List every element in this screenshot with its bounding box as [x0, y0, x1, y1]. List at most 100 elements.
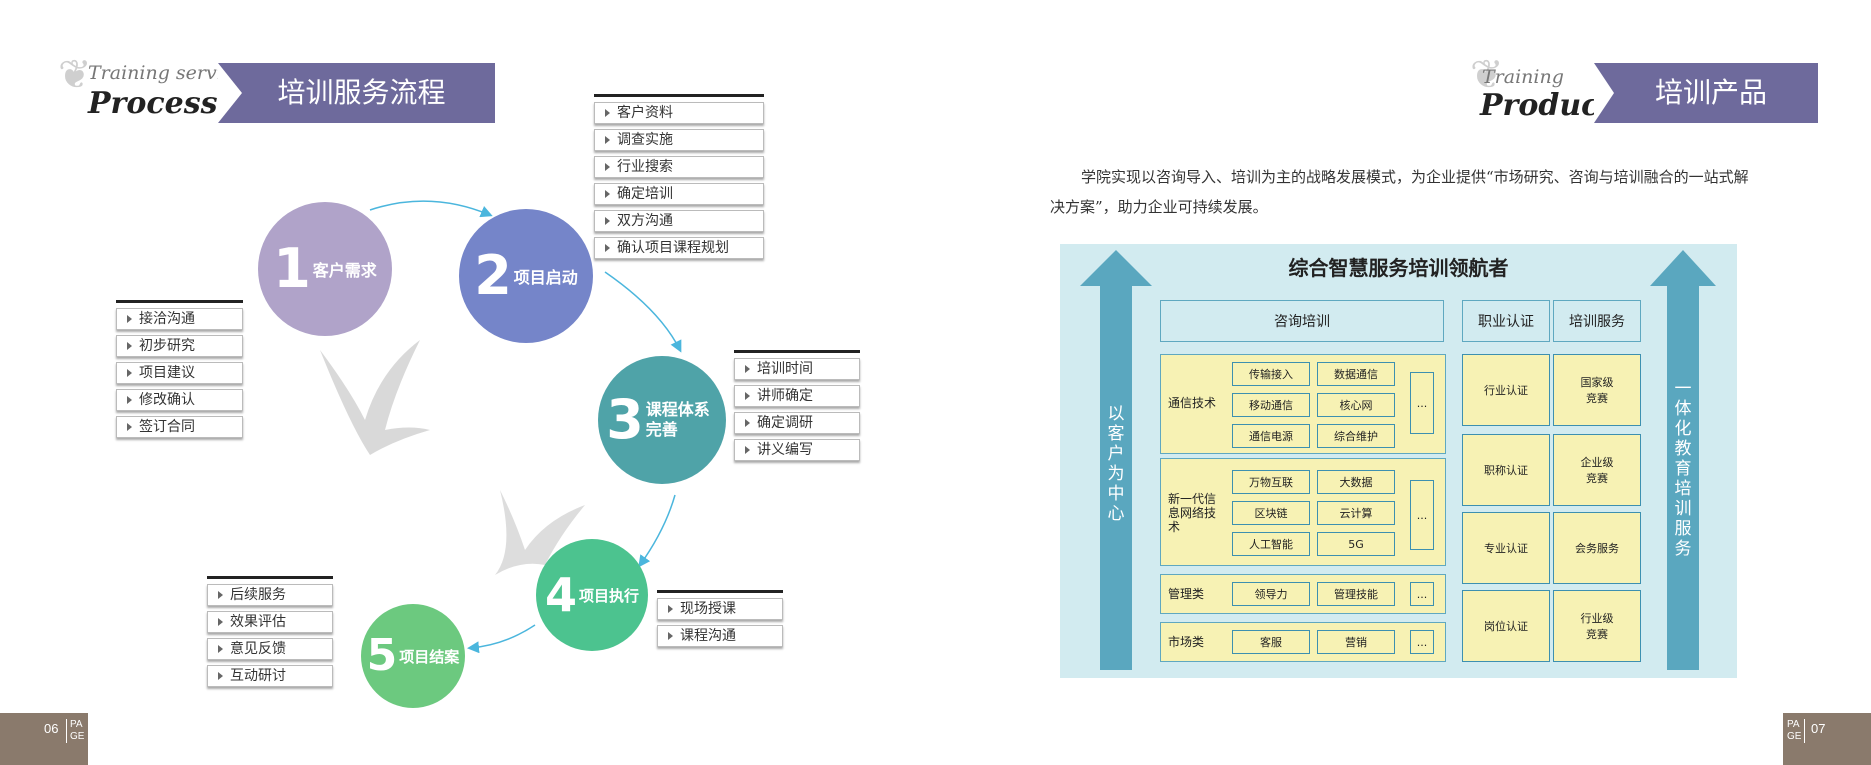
service-cell-text: 企业级竞赛 — [1580, 456, 1614, 485]
cell-more: ... — [1410, 630, 1434, 654]
list-item: 项目建议 — [116, 362, 243, 384]
cell: 区块链 — [1232, 501, 1310, 525]
page-number-left: 06 PA GE — [0, 713, 88, 765]
list-top-bar — [657, 590, 783, 593]
cell: 通信电源 — [1232, 424, 1310, 448]
list-top-bar — [207, 576, 333, 579]
bird-icon: ❦ — [58, 52, 92, 98]
list-item: 接洽沟通 — [116, 308, 243, 330]
list-item: 客户资料 — [594, 102, 764, 124]
cell: 数据通信 — [1317, 362, 1395, 386]
step-number: 3 — [606, 388, 644, 451]
right-header-cn-title: 培训产品 — [1654, 76, 1767, 109]
list-item: 双方沟通 — [594, 210, 764, 232]
left-header-cn-title: 培训服务流程 — [277, 76, 446, 109]
right-arrow-text: 一体化教育培训服务 — [1674, 379, 1692, 559]
cert-cell: 行业认证 — [1462, 354, 1550, 426]
cert-cell: 专业认证 — [1462, 512, 1550, 584]
list-item: 调查实施 — [594, 129, 764, 151]
service-cell: 国家级竞赛 — [1553, 354, 1641, 426]
step-1-list: 接洽沟通 初步研究 项目建议 修改确认 签订合同 — [116, 300, 243, 438]
right-arrow-icon — [1650, 250, 1716, 670]
bird-decoration-icon — [495, 490, 585, 575]
list-item: 确定调研 — [734, 412, 860, 434]
step-1-circle: 1 客户需求 — [258, 202, 392, 336]
row-label: 市场类 — [1168, 635, 1205, 649]
step-label: 项目结案 — [399, 647, 460, 666]
step-5-circle: 5 项目结案 — [361, 604, 465, 708]
list-item: 确认项目课程规划 — [594, 237, 764, 259]
row-label: 新一代信息网络技术 — [1168, 492, 1217, 534]
header-service: 培训服务 — [1553, 300, 1641, 342]
list-item: 效果评估 — [207, 611, 333, 633]
list-top-bar — [734, 350, 860, 353]
cell: 传输接入 — [1232, 362, 1310, 386]
page-number-right: PA GE 07 — [1783, 713, 1871, 765]
step-label: 客户需求 — [312, 261, 377, 280]
cell-more: ... — [1410, 480, 1434, 550]
diagram-title: 综合智慧服务培训领航者 — [1288, 256, 1509, 280]
page-label: PA GE — [66, 719, 84, 743]
cell: 大数据 — [1317, 470, 1395, 494]
left-arrow-text: 以客户为中心 — [1107, 404, 1125, 524]
page-number: 07 — [1811, 721, 1826, 736]
banner-notch — [1594, 63, 1614, 123]
service-cell-text: 国家级竞赛 — [1580, 376, 1614, 405]
cell: 人工智能 — [1232, 532, 1310, 556]
cell: 万物互联 — [1232, 470, 1310, 494]
cell: 管理技能 — [1317, 582, 1395, 606]
cert-cell: 职称认证 — [1462, 434, 1550, 506]
cell-more: ... — [1410, 372, 1434, 434]
header-consult: 咨询培训 — [1160, 300, 1444, 342]
list-item: 确定培训 — [594, 183, 764, 205]
step-label: 项目执行 — [579, 586, 640, 605]
step-number: 1 — [273, 237, 311, 300]
bird-icon: ❦ — [1470, 52, 1504, 98]
left-header-en-main: Process — [88, 86, 218, 121]
step-2-circle: 2 项目启动 — [459, 209, 593, 343]
intro-paragraph: 学院实现以咨询导入、培训为主的战略发展模式，为企业提供“市场研究、咨询与培训融合… — [1050, 168, 1749, 216]
list-item: 修改确认 — [116, 389, 243, 411]
service-diagram: 综合智慧服务培训领航者 以客户为中心 一体化教育培训服务 咨询培训 职业认证 培… — [1060, 244, 1737, 678]
service-cell: 行业级竞赛 — [1553, 590, 1641, 662]
list-item: 初步研究 — [116, 335, 243, 357]
cell-more: ... — [1410, 582, 1434, 606]
step-5-list: 后续服务 效果评估 意见反馈 互动研讨 — [207, 576, 333, 687]
list-item: 意见反馈 — [207, 638, 333, 660]
step-number: 4 — [544, 568, 577, 622]
list-item: 后续服务 — [207, 584, 333, 606]
page-number: 06 — [44, 721, 59, 736]
flow-arrows — [369, 200, 682, 654]
cell: 营销 — [1317, 630, 1395, 654]
service-cell: 企业级竞赛 — [1553, 434, 1641, 506]
service-cell-text: 会务服务 — [1575, 542, 1619, 555]
step-3-list: 培训时间 讲师确定 确定调研 讲义编写 — [734, 350, 860, 461]
cell: 移动通信 — [1232, 393, 1310, 417]
row-label: 管理类 — [1168, 587, 1205, 601]
list-item: 培训时间 — [734, 358, 860, 380]
cell: 云计算 — [1317, 501, 1395, 525]
service-cell: 会务服务 — [1553, 512, 1641, 584]
banner-notch — [218, 63, 242, 123]
cell: 核心网 — [1317, 393, 1395, 417]
header-cert: 职业认证 — [1462, 300, 1550, 342]
row-label: 通信技术 — [1168, 396, 1217, 410]
service-cell-text: 行业级竞赛 — [1580, 612, 1614, 641]
list-item: 现场授课 — [657, 598, 783, 620]
left-header-en-sub: Training service — [88, 62, 245, 84]
bird-decoration-icon — [320, 340, 430, 455]
list-top-bar — [594, 94, 764, 97]
left-arrow-icon — [1080, 250, 1152, 670]
right-header-banner: 培训产品 — [1594, 63, 1818, 123]
cell: 综合维护 — [1317, 424, 1395, 448]
cell: 领导力 — [1232, 582, 1310, 606]
step-label: 课程体系完善 — [645, 400, 710, 439]
cert-cell: 岗位认证 — [1462, 590, 1550, 662]
step-4-list: 现场授课 课程沟通 — [657, 590, 783, 647]
list-item: 讲师确定 — [734, 385, 860, 407]
step-number: 2 — [474, 244, 512, 307]
cell: 5G — [1317, 532, 1395, 556]
step-label: 项目启动 — [513, 268, 578, 287]
right-header-en-sub: Training — [1482, 66, 1564, 88]
step-number: 5 — [366, 630, 398, 681]
